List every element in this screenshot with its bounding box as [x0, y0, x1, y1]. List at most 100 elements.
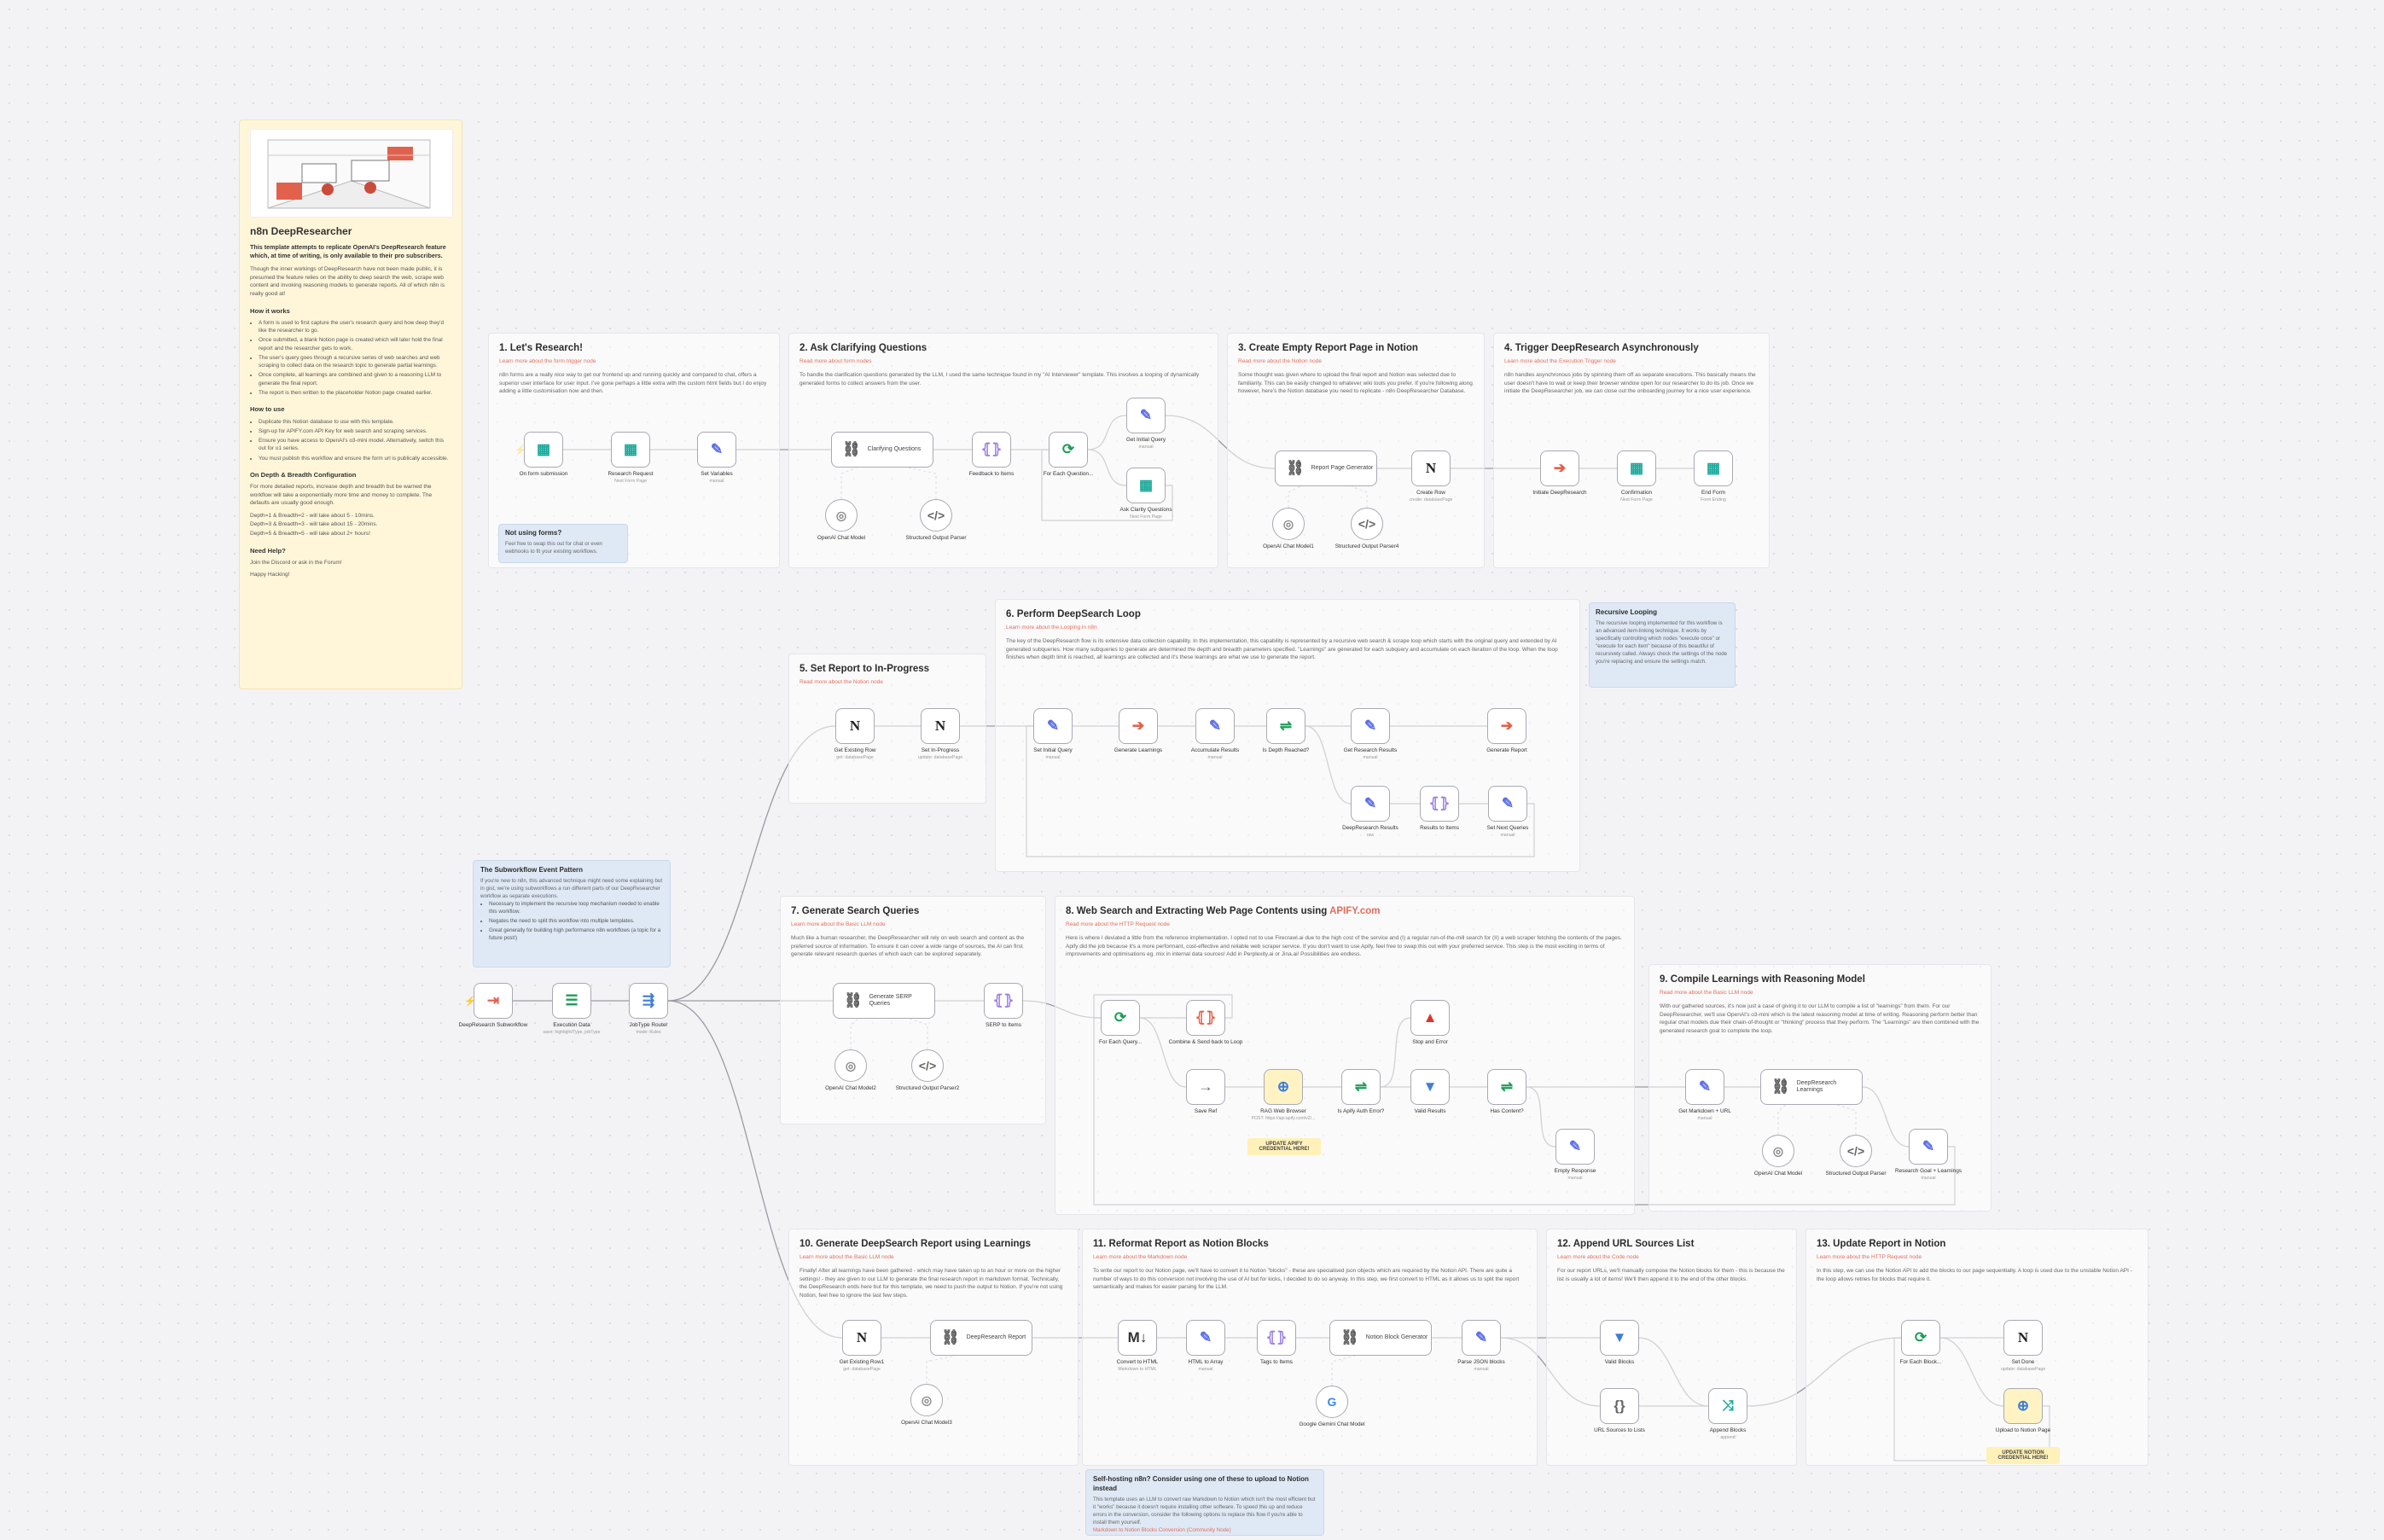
node-for-each-query[interactable]: ⟳ [1101, 1000, 1140, 1036]
section-12[interactable]: 12. Append URL Sources List Learn more a… [1546, 1229, 1797, 1466]
node-get-markdown-url[interactable]: ✎ [1685, 1069, 1724, 1105]
section-link[interactable]: Learn more about the Code node [1557, 1253, 1639, 1260]
node-set-in-progress[interactable]: N [921, 708, 960, 744]
section-link[interactable]: Learn more about the Markdown node [1093, 1253, 1188, 1260]
openai-icon: ◎ [835, 508, 847, 522]
subworkflow-event-note[interactable]: The Subworkflow Event Pattern If you're … [473, 860, 671, 968]
section-8[interactable]: 8. Web Search and Extracting Web Page Co… [1055, 896, 1635, 1215]
node-upload-to-notion[interactable]: ⊕ [2003, 1388, 2043, 1424]
node-generate-serp-queries[interactable]: ⛓Generate SERP Queries [833, 983, 935, 1019]
node-combine-send-back[interactable]: ⦃⦄ [1186, 1000, 1225, 1036]
node-deepresearch-report[interactable]: ⛓DeepResearch Report [930, 1320, 1032, 1356]
node-append-blocks[interactable]: ⤨ [1708, 1388, 1747, 1424]
node-rag-web-browser[interactable]: ⊕ [1264, 1069, 1303, 1105]
node-empty-response[interactable]: ✎ [1555, 1129, 1595, 1165]
note-body: The recursive looping implemented for th… [1596, 619, 1728, 665]
node-accumulate-results[interactable]: ✎ [1195, 708, 1235, 744]
node-valid-blocks[interactable]: ▼ [1600, 1320, 1639, 1356]
node-set-next-queries[interactable]: ✎ [1488, 786, 1527, 822]
node-google-gemini[interactable]: G [1316, 1386, 1348, 1418]
node-notion-block-generator[interactable]: ⛓Notion Block Generator [1329, 1320, 1432, 1356]
node-openai-chat-model2[interactable]: ◎ [834, 1049, 867, 1082]
node-for-each-block[interactable]: ⟳ [1901, 1320, 1940, 1356]
node-html-to-array[interactable]: ✎ [1186, 1320, 1225, 1356]
node-openai-chat-model[interactable]: ◎ [825, 499, 858, 532]
node-tags-to-items[interactable]: ⦃⦄ [1257, 1320, 1296, 1356]
node-for-each-question[interactable]: ⟳ [1049, 432, 1088, 468]
node-valid-results[interactable]: ▼ [1410, 1069, 1450, 1105]
section-link[interactable]: Read more about the Notion node [1238, 357, 1322, 364]
node-convert-to-html[interactable]: M↓ [1118, 1320, 1157, 1356]
node-research-request[interactable]: ▦ [611, 432, 650, 468]
section-link[interactable]: Learn more about the Execution Trigger n… [1504, 357, 1616, 364]
node-url-sources-to-lists[interactable]: {} [1600, 1388, 1639, 1424]
node-on-form[interactable]: ▦ [524, 432, 563, 468]
node-ask-clarity-questions[interactable]: ▦ [1126, 468, 1166, 503]
node-is-apify-auth-error[interactable]: ⇌ [1341, 1069, 1381, 1105]
node-label: Set Variables [701, 471, 733, 477]
node-results-to-items[interactable]: ⦃⦄ [1420, 786, 1459, 822]
node-deepresearch-results[interactable]: ✎ [1351, 786, 1390, 822]
apify-link[interactable]: APIFY.com [1329, 906, 1381, 916]
node-get-existing-row[interactable]: N [835, 708, 875, 744]
node-report-page-generator[interactable]: ⛓Report Page Generator [1275, 450, 1377, 486]
node-has-content[interactable]: ⇌ [1487, 1069, 1526, 1105]
section-link[interactable]: Learn more about the HTTP Request node [1817, 1253, 1922, 1260]
node-openai-chat-model3[interactable]: ◎ [1762, 1135, 1794, 1167]
node-initiate-deepresearch[interactable]: ➔ [1540, 450, 1579, 486]
node-end-form[interactable]: ▦ [1694, 450, 1733, 486]
node-is-depth-reached[interactable]: ⇌ [1266, 708, 1305, 744]
node-set-variables[interactable]: ✎ [697, 432, 736, 468]
node-openai-chat-model1[interactable]: ◎ [1272, 508, 1305, 540]
note-link[interactable]: Markdown to Notion Blocks Conversion (Co… [1093, 1526, 1231, 1533]
node-research-goal-learnings[interactable]: ✎ [1909, 1129, 1948, 1165]
pencil-icon: ✎ [1046, 718, 1060, 734]
node-jobtype-router[interactable]: ⇶ [629, 983, 668, 1019]
node-generate-report[interactable]: ➔ [1487, 708, 1526, 744]
node-structured-output-parser3[interactable]: </> [1840, 1135, 1872, 1167]
node-subtitle: POST: https://api.apify.com/v2/... [1251, 1116, 1316, 1121]
section-link[interactable]: Learn more about the form trigger node [499, 357, 596, 364]
node-set-initial-query[interactable]: ✎ [1033, 708, 1073, 744]
node-subtitle: Form Ending [1701, 497, 1726, 503]
node-execution-data[interactable]: ☰ [552, 983, 591, 1019]
node-parse-json-blocks[interactable]: ✎ [1462, 1320, 1501, 1356]
node-serp-to-items[interactable]: ⦃⦄ [984, 983, 1023, 1019]
node-generate-learnings[interactable]: ➔ [1119, 708, 1158, 744]
node-structured-output-parser[interactable]: </> [920, 499, 952, 532]
node-get-research-results[interactable]: ✎ [1351, 708, 1390, 744]
node-label: Get Existing Row [834, 747, 876, 753]
node-feedback-to-items[interactable]: ⦃⦄ [972, 432, 1011, 468]
not-using-forms-note[interactable]: Not using forms? Feel free to swap this … [498, 524, 628, 563]
node-structured-output-parser2[interactable]: </> [911, 1049, 944, 1082]
node-openai-chat-model4[interactable]: ◎ [910, 1384, 943, 1416]
node-confirmation[interactable]: ▦ [1617, 450, 1656, 486]
node-get-existing-row1[interactable]: N [842, 1320, 881, 1356]
section-link[interactable]: Learn more about the Looping in n8n [1006, 624, 1097, 631]
section-link[interactable]: Read more about the HTTP Request node [1066, 921, 1171, 927]
section-link[interactable]: Learn more about the Basic LLM node [791, 921, 886, 927]
node-save-ref[interactable]: → [1186, 1069, 1225, 1105]
node-label: Set Done [2011, 1359, 2035, 1365]
section-link[interactable]: Read more about form nodes [800, 357, 872, 364]
recursive-looping-note[interactable]: Recursive Looping The recursive looping … [1589, 602, 1736, 688]
section-title: 7. Generate Search Queries [791, 906, 920, 916]
node-stop-and-error[interactable]: ▲ [1410, 1000, 1450, 1036]
node-deepresearch-subworkflow[interactable]: ⇥ [474, 983, 513, 1019]
node-structured-output-parser1[interactable]: </> [1351, 508, 1383, 540]
node-subtitle: update: databasePage [917, 755, 963, 760]
main-intro: This template attempts to replicate Open… [250, 243, 446, 260]
node-clarifying-questions[interactable]: ⛓Clarifying Questions [831, 432, 933, 468]
main-description-note[interactable]: n8n DeepResearcher This template attempt… [239, 119, 462, 689]
self-hosting-note[interactable]: Self-hosting n8n? Consider using one of … [1085, 1469, 1324, 1536]
node-create-row[interactable]: N [1411, 450, 1451, 486]
section-13[interactable]: 13. Update Report in Notion Learn more a… [1805, 1229, 2149, 1466]
node-set-done[interactable]: N [2003, 1320, 2043, 1356]
node-get-initial-query[interactable]: ✎ [1126, 398, 1166, 433]
list-item: Once submitted, a blank Notion page is c… [259, 336, 451, 352]
section-link[interactable]: Learn more about the Basic LLM node [800, 1253, 894, 1260]
section-link[interactable]: Read more about the Notion node [800, 678, 883, 685]
section-link[interactable]: Read more about the Basic LLM node [1660, 989, 1753, 996]
node-deepresearch-learnings[interactable]: ⛓DeepResearch Learnings [1760, 1069, 1863, 1105]
